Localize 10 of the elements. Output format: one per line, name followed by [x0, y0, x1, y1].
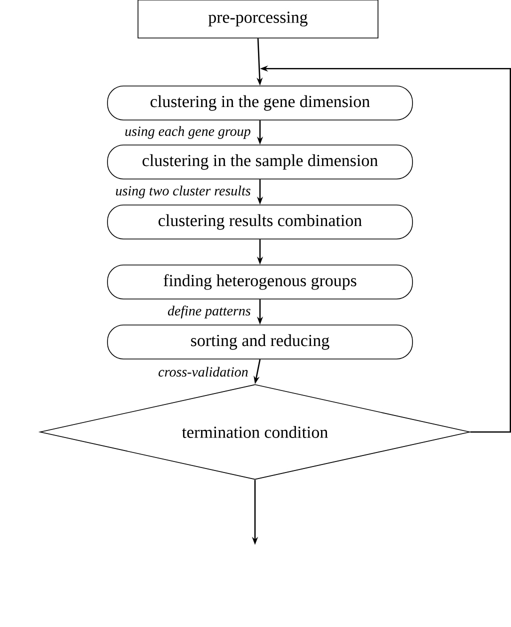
process-box: clustering in the sample dimension [107, 144, 413, 180]
edge-label: using each gene group [125, 126, 250, 139]
process-box: clustering in the gene dimension [107, 86, 413, 120]
edge-label: define patterns [168, 306, 250, 318]
process-box: pre-porcessing [138, 0, 378, 38]
process-box: finding heterogenous groups [107, 264, 413, 300]
process-box: sorting and reducing [107, 324, 413, 360]
process-box: clustering results combination [107, 204, 413, 240]
edge-label: using two cluster results [116, 186, 250, 198]
edge-label: cross-validation [158, 366, 248, 377]
